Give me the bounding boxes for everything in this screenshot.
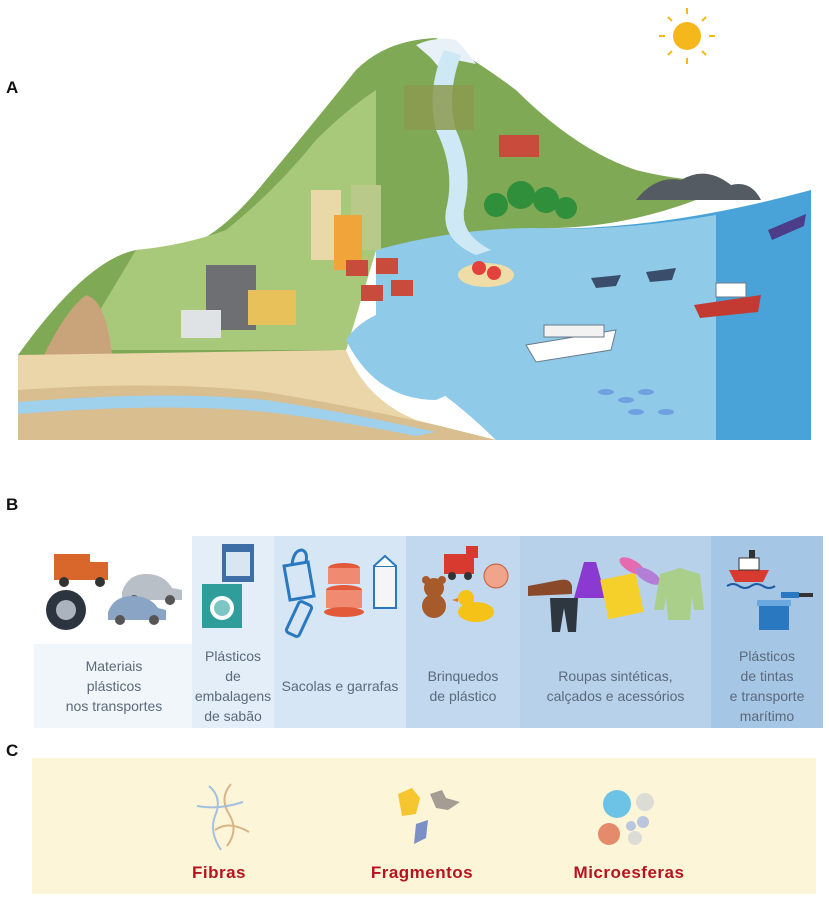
source-label: Plásticos de tintas e transporte marítim… <box>729 648 805 724</box>
beach <box>458 263 514 287</box>
house <box>346 260 368 276</box>
source-toys: Brinquedos de plástico <box>406 536 520 728</box>
type-fibers: Fibras <box>139 758 299 894</box>
coastal-rocks <box>636 173 761 200</box>
fish <box>598 389 614 395</box>
dishwasher-icon <box>222 544 254 582</box>
bird <box>665 169 683 178</box>
bird <box>705 159 723 168</box>
panel-label-c: C <box>6 741 19 760</box>
milk-carton-icon <box>373 554 397 609</box>
sweater-icon <box>654 568 704 620</box>
bird <box>720 129 738 138</box>
fragments-icon <box>398 788 460 844</box>
paint-brush-icon <box>781 592 813 598</box>
house <box>391 280 413 296</box>
paint-shipping-icons <box>711 536 823 644</box>
cargo-ship-cabin <box>715 282 747 298</box>
bags-bottles-icons <box>274 536 406 644</box>
washing-machine-icon <box>202 584 242 628</box>
toys-icons <box>406 536 520 644</box>
type-label: Fibras <box>191 863 247 882</box>
source-label: Plásticos de embalagens de sabão <box>194 648 272 724</box>
shopping-bag-icon <box>600 572 644 620</box>
truck-icon <box>54 554 108 587</box>
type-label: Microesferas <box>573 863 685 882</box>
clothing-icons <box>520 536 711 644</box>
container-ship <box>768 214 806 240</box>
panel-label-b: B <box>6 495 19 514</box>
car-icon <box>108 596 166 625</box>
pine-forest <box>404 85 474 130</box>
sun-icon <box>659 8 715 64</box>
plastic-sources-strip: Materiais plásticos nos transportes Plás… <box>34 536 823 728</box>
bay <box>346 304 486 400</box>
container-stack-icon <box>324 563 364 617</box>
source-paint-shipping: Plásticos de tintas e transporte marítim… <box>711 536 823 728</box>
panel-label-a: A <box>6 78 19 97</box>
sandal-icon <box>619 557 661 585</box>
tire-icon <box>46 590 86 630</box>
tree <box>555 197 577 219</box>
teddy-bear-icon <box>422 576 446 618</box>
type-label: Fragmentos <box>370 863 474 882</box>
plastic-bag-icon <box>282 548 316 602</box>
house <box>376 258 398 274</box>
tree <box>484 193 508 217</box>
building <box>181 310 221 338</box>
source-label: Brinquedos de plástico <box>427 668 499 704</box>
beach-umbrella <box>472 261 486 275</box>
soap-packaging-icons <box>192 536 274 644</box>
source-bags-bottles: Sacolas e garrafas <box>274 536 406 728</box>
bottle-icon <box>284 600 314 638</box>
type-microbeads: Microesferas <box>549 758 709 894</box>
type-fragments: Fragmentos <box>342 758 502 894</box>
cargo-ship <box>694 295 761 318</box>
fish <box>618 397 634 403</box>
building <box>248 290 296 325</box>
rubber-duck-icon <box>452 590 494 622</box>
ship-icon <box>726 550 776 589</box>
landscape-illustration <box>18 8 811 440</box>
fishing-boat <box>591 275 621 288</box>
groundwater <box>18 395 436 436</box>
ball-icon <box>483 563 509 589</box>
tree <box>533 187 559 213</box>
transport-icons <box>36 536 192 644</box>
source-transport: Materiais plásticos nos transportes <box>34 536 194 728</box>
fish <box>658 409 674 415</box>
source-clothing: Roupas sintéticas, calçados e acessórios <box>520 536 711 728</box>
source-label: Materiais plásticos nos transportes <box>34 644 194 728</box>
paint-bucket-icon <box>757 600 791 630</box>
landscape-scene <box>16 0 811 440</box>
fish <box>638 389 654 395</box>
source-label: Sacolas e garrafas <box>281 678 399 694</box>
cruise-ship-deck <box>543 324 605 338</box>
fishing-boat <box>646 268 676 282</box>
mountain-light <box>76 90 376 350</box>
source-soap-packaging: Plásticos de embalagens de sabão <box>192 536 274 728</box>
shoe-icon <box>528 579 572 596</box>
tree <box>507 181 535 209</box>
beach-umbrella <box>487 266 501 280</box>
fish <box>628 409 644 415</box>
pants-icon <box>550 598 578 632</box>
fibers-icon <box>196 783 250 851</box>
dress-icon <box>574 562 606 598</box>
source-label: Roupas sintéticas, calçados e acessórios <box>546 668 685 704</box>
microbeads-icon <box>598 790 654 845</box>
house <box>361 285 383 301</box>
farm-house <box>499 135 539 157</box>
left-rock <box>44 295 112 355</box>
toy-train-icon <box>444 546 478 580</box>
microplastic-types-panel: Fibras Fragmentos Microesferas <box>32 758 816 894</box>
